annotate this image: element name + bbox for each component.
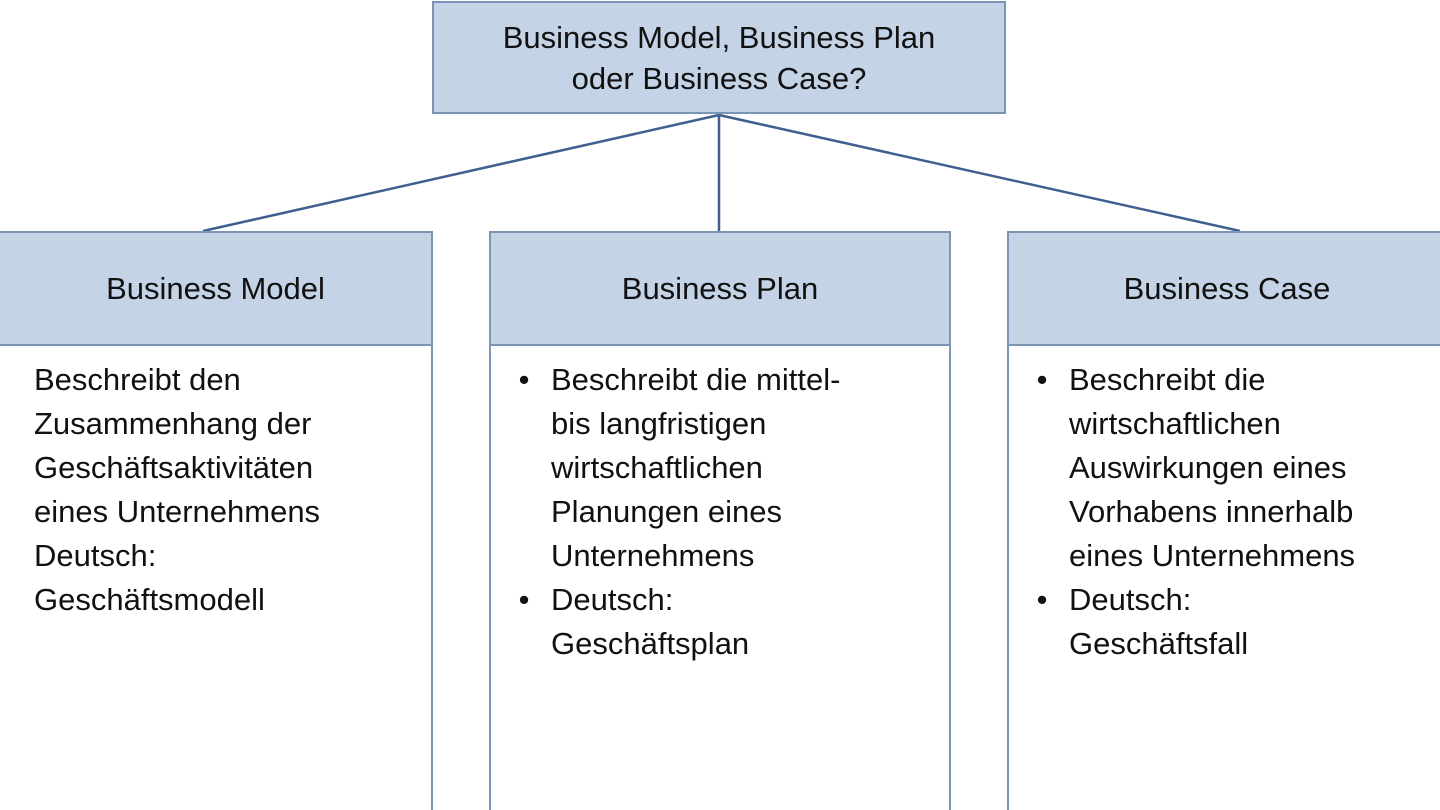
root-question-line-2: oder Business Case?: [571, 60, 867, 96]
business-plan-bullet-1-line-1: Beschreibt die mittel-: [551, 362, 841, 397]
business-model-line-6: Geschäftsmodell: [34, 582, 265, 617]
bullet-icon: •: [518, 582, 530, 617]
root-question-box: Business Model, Business Plan oder Busin…: [432, 1, 1006, 114]
list-item: • Deutsch: Geschäftsplan: [505, 578, 941, 666]
business-case-heading: Business Case: [1007, 231, 1440, 346]
business-plan-bullet-2-line-1: Deutsch:: [551, 582, 674, 617]
business-case-bullet-2-line-2: Geschäftsfall: [1069, 626, 1249, 661]
list-item: • Beschreibt die mittel- bis langfristig…: [505, 358, 941, 578]
business-case-bullet-1-line-4: Vorhabens innerhalb: [1069, 494, 1354, 529]
business-case-description: • Beschreibt die wirtschaftlichen Auswir…: [1007, 346, 1440, 810]
business-plan-bullet-1-line-4: Planungen eines: [551, 494, 782, 529]
business-case-bullet-2-line-1: Deutsch:: [1069, 582, 1192, 617]
business-model-line-4: eines Unternehmens: [34, 494, 321, 529]
business-plan-bullet-1-line-2: bis langfristigen: [551, 406, 767, 441]
business-plan-bullet-1-line-5: Unternehmens: [551, 538, 755, 573]
business-model-description: Beschreibt den Zusammenhang der Geschäft…: [0, 346, 433, 810]
business-model-line-3: Geschäftsaktivitäten: [34, 450, 314, 485]
business-case-column: Business Case • Beschreibt die wirtschaf…: [1007, 231, 1440, 810]
business-plan-bullet-list: • Beschreibt die mittel- bis langfristig…: [505, 358, 941, 666]
business-plan-description: • Beschreibt die mittel- bis langfristig…: [489, 346, 951, 810]
business-case-bullet-1-line-2: wirtschaftlichen: [1069, 406, 1281, 441]
business-model-column: Business Model Beschreibt den Zusammenha…: [0, 231, 433, 810]
business-plan-heading: Business Plan: [489, 231, 951, 346]
business-case-bullet-1-line-5: eines Unternehmens: [1069, 538, 1356, 573]
list-item: • Deutsch: Geschäftsfall: [1023, 578, 1437, 666]
business-case-bullet-1-line-3: Auswirkungen eines: [1069, 450, 1347, 485]
connector-to-business-case: [718, 113, 1241, 233]
business-plan-bullet-1-line-3: wirtschaftlichen: [551, 450, 763, 485]
bullet-icon: •: [1036, 362, 1048, 397]
bullet-icon: •: [518, 362, 530, 397]
business-model-line-2: Zusammenhang der: [34, 406, 312, 441]
business-plan-column: Business Plan • Beschreibt die mittel- b…: [489, 231, 951, 810]
business-case-bullet-1-line-1: Beschreibt die: [1069, 362, 1266, 397]
root-question-line-1: Business Model, Business Plan: [502, 19, 936, 55]
list-item: • Beschreibt die wirtschaftlichen Auswir…: [1023, 358, 1437, 578]
business-model-heading: Business Model: [0, 231, 433, 346]
connector-to-business-model: [202, 113, 720, 233]
business-model-line-5: Deutsch:: [34, 538, 157, 573]
business-plan-bullet-2-line-2: Geschäftsplan: [551, 626, 750, 661]
bullet-icon: •: [1036, 582, 1048, 617]
business-case-bullet-list: • Beschreibt die wirtschaftlichen Auswir…: [1023, 358, 1437, 666]
business-model-line-1: Beschreibt den: [34, 362, 241, 397]
